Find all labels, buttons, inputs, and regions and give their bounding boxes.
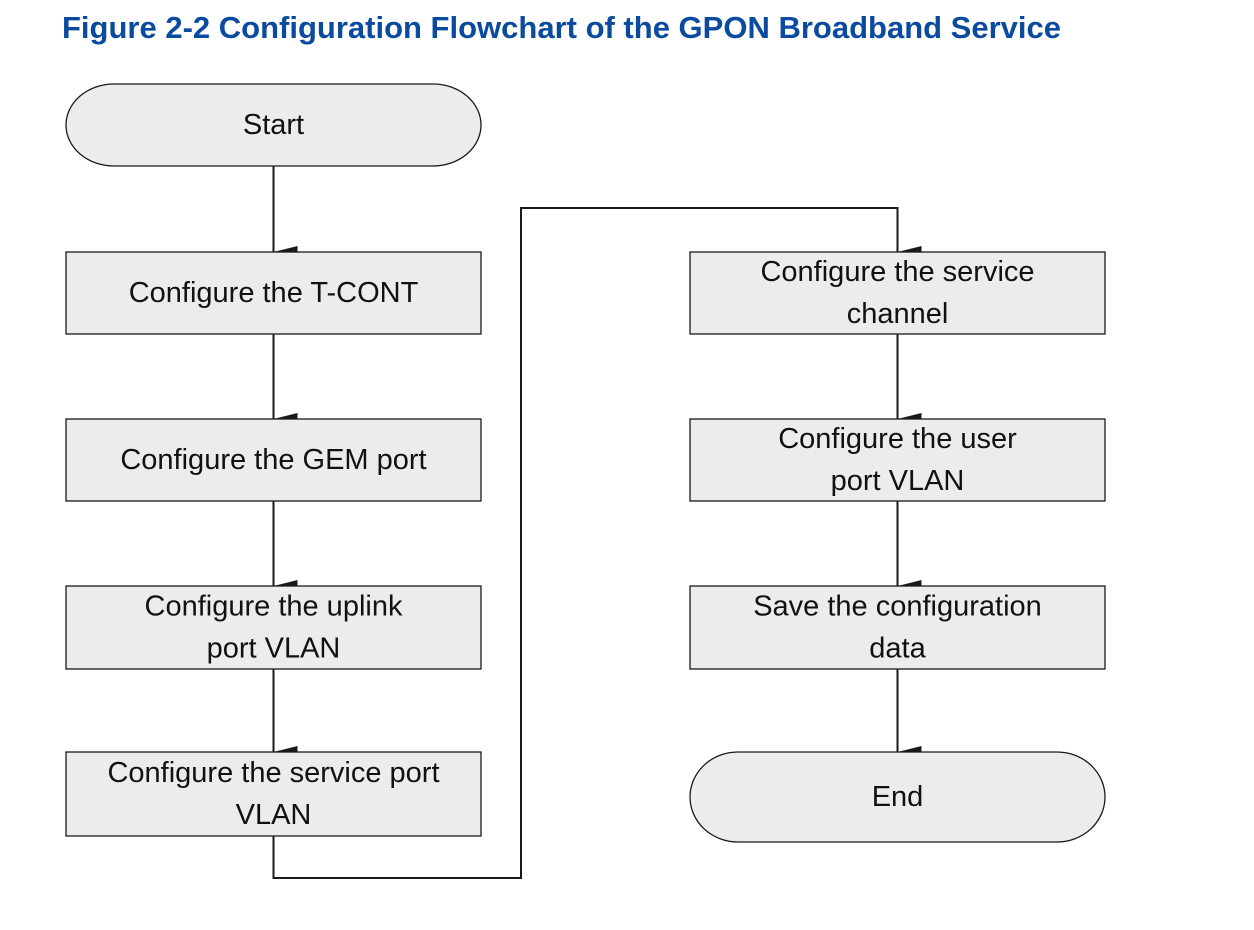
node-svcchan: Configure the service channel (689, 251, 1106, 335)
process-box (65, 751, 482, 837)
node-end: End (689, 751, 1106, 843)
node-label: Configure the T-CONT (129, 277, 419, 309)
process-box (689, 418, 1106, 502)
node-label: Configure the service (760, 256, 1034, 288)
node-label: port VLAN (207, 633, 341, 665)
node-label: data (869, 633, 926, 665)
node-tcont: Configure the T-CONT (65, 251, 482, 335)
node-label: Configure the service port (107, 757, 439, 789)
node-label: End (872, 781, 924, 813)
node-uplink: Configure the uplink port VLAN (65, 585, 482, 670)
node-label: port VLAN (831, 465, 965, 497)
node-userport: Configure the user port VLAN (689, 418, 1106, 502)
arrow-svcport-to-svcchan (272, 207, 922, 879)
process-box (65, 585, 482, 670)
edges-layer (272, 166, 922, 879)
process-box (689, 585, 1106, 670)
node-label: Save the configuration (753, 591, 1042, 623)
node-label: Configure the uplink (145, 591, 403, 623)
process-box (65, 418, 482, 502)
node-save: Save the configuration data (689, 585, 1106, 670)
node-label: Start (243, 109, 304, 141)
node-gem: Configure the GEM port (65, 418, 482, 502)
terminal-shape (65, 83, 482, 167)
terminal-shape (689, 751, 1106, 843)
process-box (689, 251, 1106, 335)
figure-title: Figure 2-2 Configuration Flowchart of th… (62, 10, 1061, 45)
node-label: Configure the GEM port (120, 444, 426, 476)
process-box (65, 251, 482, 335)
node-start: Start (65, 83, 482, 167)
node-label: channel (847, 298, 949, 330)
node-label: VLAN (236, 799, 312, 831)
node-label: Configure the user (778, 423, 1017, 455)
